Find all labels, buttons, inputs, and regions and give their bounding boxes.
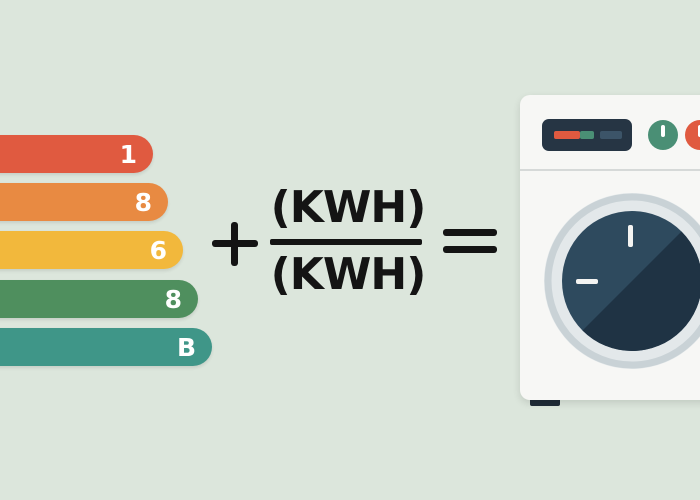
energy-bar-2: 8 (0, 183, 168, 221)
energy-bar-label: 8 (164, 284, 182, 314)
energy-bar-label: 8 (134, 187, 152, 217)
plus-operator-icon (212, 222, 258, 266)
fraction-line (270, 239, 422, 245)
washer-knob-green-icon (648, 120, 678, 150)
equals-operator-icon (443, 225, 497, 257)
washing-machine (520, 95, 700, 400)
formula-denominator: (KWH) (270, 249, 427, 300)
energy-bar-4: 8 (0, 280, 198, 318)
energy-bar-label: 1 (119, 139, 137, 169)
washer-door-dial-icon (544, 193, 700, 369)
formula-numerator: (KWH) (270, 182, 427, 233)
energy-bar-label: 6 (149, 235, 167, 265)
washer-knob-red-icon (685, 120, 700, 150)
energy-bar-5: B (0, 328, 212, 366)
energy-bar-1: 1 (0, 135, 153, 173)
energy-bar-3: 6 (0, 231, 183, 269)
energy-bar-label: B (176, 332, 196, 362)
washer-display (542, 119, 632, 151)
washer-panel-divider (520, 169, 700, 171)
